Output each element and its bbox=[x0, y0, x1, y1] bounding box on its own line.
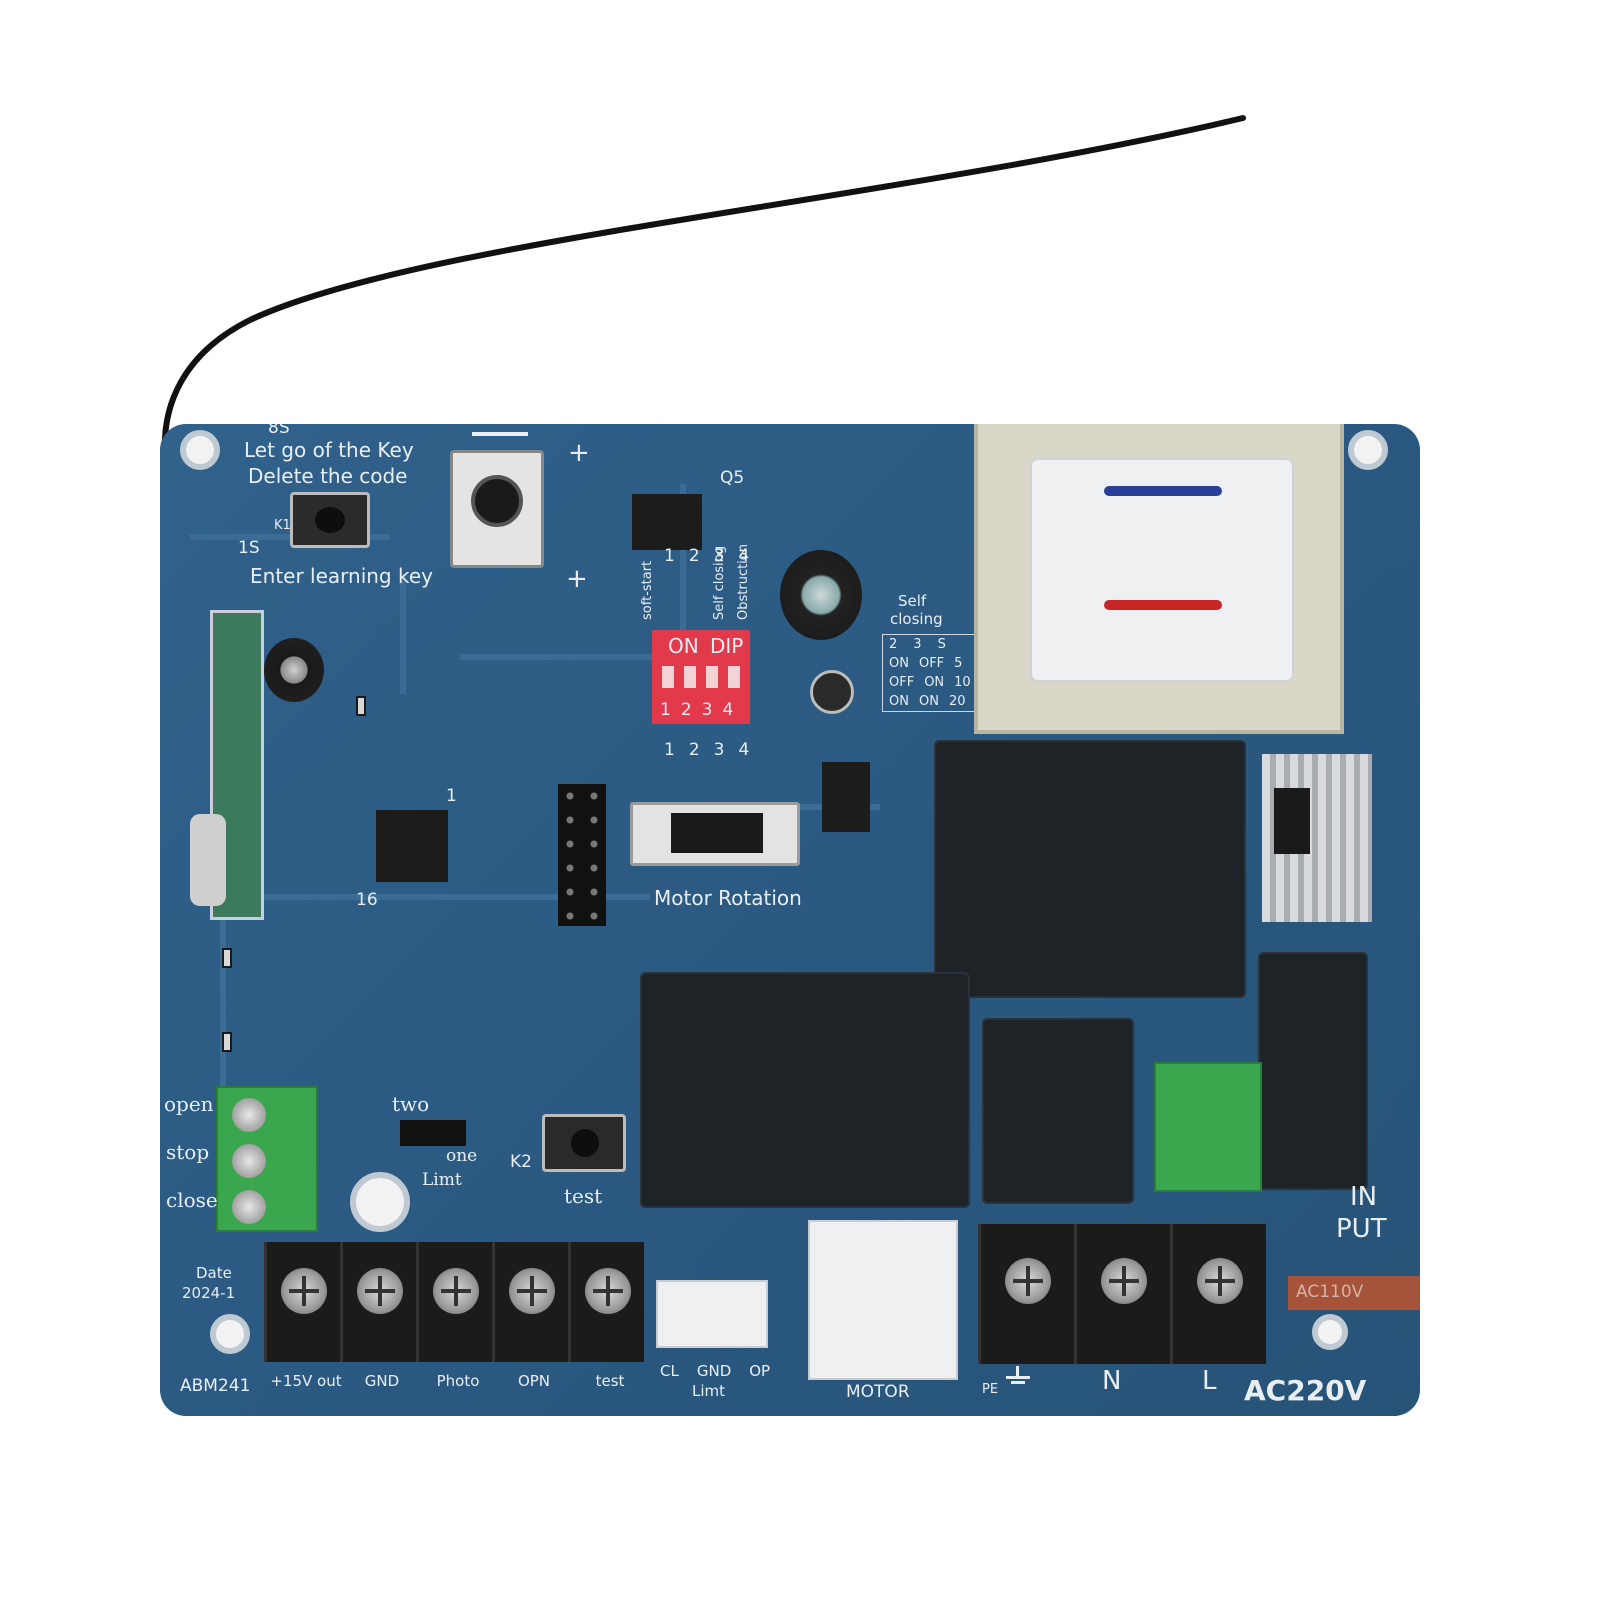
jumper-label-one: one bbox=[446, 1146, 478, 1166]
dip-numbers-on-switch: 1 2 3 4 bbox=[660, 700, 734, 720]
terminal-label-stop: stop bbox=[166, 1140, 210, 1164]
mounting-hole bbox=[180, 430, 220, 470]
mounting-hole bbox=[350, 1172, 410, 1232]
test-button[interactable] bbox=[542, 1114, 626, 1172]
input-label-line2: PUT bbox=[1336, 1214, 1387, 1244]
date-value: 2024-1 bbox=[182, 1284, 236, 1302]
label-motor-rotation: Motor Rotation bbox=[654, 886, 802, 910]
label-k1: K1 bbox=[274, 518, 291, 533]
terminal-label-open: open bbox=[164, 1092, 214, 1116]
mounting-hole bbox=[1348, 430, 1388, 470]
green-terminal-block bbox=[216, 1086, 318, 1232]
power-label-n: N bbox=[1102, 1366, 1122, 1396]
label-delete-code: Delete the code bbox=[248, 464, 408, 488]
self-closing-table: 2 3 S ON OFF 5 OFF ON 10 ON ON 20 bbox=[882, 634, 978, 712]
date-label: Date bbox=[196, 1264, 232, 1282]
power-terminal-block bbox=[978, 1224, 1266, 1364]
input-label-line1: IN bbox=[1350, 1182, 1378, 1212]
red-wire-mark bbox=[1104, 600, 1222, 610]
mounting-hole bbox=[1312, 1314, 1348, 1350]
label-chip-pin-16: 16 bbox=[356, 890, 378, 910]
mosfet-q5 bbox=[632, 494, 702, 550]
jumper-label-two: two bbox=[392, 1092, 430, 1116]
label-chip-pin-1: 1 bbox=[446, 786, 457, 806]
self-closing-title-1: Self bbox=[898, 592, 927, 610]
dip-dip-label: DIP bbox=[710, 634, 744, 658]
blue-wire-mark bbox=[1104, 486, 1222, 496]
dip-switch[interactable] bbox=[652, 630, 750, 724]
microcontroller-chip bbox=[376, 810, 448, 882]
mounting-hole bbox=[210, 1314, 250, 1354]
self-closing-title-2: closing bbox=[890, 610, 943, 628]
transformer bbox=[974, 424, 1344, 734]
power-label-l: L bbox=[1202, 1366, 1217, 1396]
dip-numbers-top: 1 2 3 4 bbox=[664, 546, 750, 566]
voltage-sticker: AC110V bbox=[1288, 1276, 1420, 1310]
circuit-board: 8S Let go of the Key Delete the code K1 … bbox=[160, 424, 1420, 1416]
label-1s: 1S bbox=[238, 538, 260, 558]
ground-icon bbox=[1006, 1366, 1030, 1386]
input-green-terminal bbox=[1154, 1062, 1262, 1192]
dip-function-self-closing: Self closing bbox=[712, 545, 727, 620]
motor-connector bbox=[808, 1220, 958, 1380]
electrolytic-capacitor-large bbox=[780, 550, 862, 640]
crystal-oscillator bbox=[190, 814, 226, 906]
voltage-print: AC220V bbox=[1244, 1374, 1367, 1407]
pot-plus-bottom: + bbox=[566, 564, 588, 594]
pin-header bbox=[558, 784, 606, 926]
relay-right bbox=[1258, 952, 1368, 1190]
relay-middle bbox=[640, 972, 970, 1208]
limit-connector bbox=[656, 1280, 768, 1348]
small-capacitor bbox=[810, 670, 854, 714]
dip-on-label: ON bbox=[668, 634, 699, 658]
potentiometer-knob[interactable] bbox=[450, 450, 544, 568]
pot-plus-top: + bbox=[568, 438, 590, 468]
limit-connector-labels: CL GND OP bbox=[660, 1362, 771, 1380]
dip-numbers-below: 1 2 3 4 bbox=[664, 740, 750, 760]
label-q5: Q5 bbox=[720, 468, 745, 488]
bottom-terminal-labels: +15V out GND Photo OPN test bbox=[270, 1372, 625, 1390]
electrolytic-capacitor bbox=[264, 638, 324, 702]
label-let-go: Let go of the Key bbox=[244, 438, 414, 462]
dip-function-soft-start: soft-start bbox=[640, 560, 655, 620]
terminal-label-close: close bbox=[166, 1188, 218, 1212]
motor-rotation-switch[interactable] bbox=[630, 802, 800, 866]
model-number: ABM241 bbox=[180, 1376, 251, 1396]
label-8s: 8S bbox=[268, 424, 290, 438]
learn-key-button[interactable] bbox=[290, 492, 370, 548]
arrow-right-icon bbox=[472, 432, 528, 436]
limit-connector-title: Limt bbox=[692, 1382, 726, 1400]
relay-top bbox=[934, 740, 1246, 998]
dip-function-obstruction: Obstruction bbox=[736, 544, 751, 620]
motor-connector-label: MOTOR bbox=[846, 1382, 910, 1402]
power-label-pe: PE bbox=[982, 1382, 999, 1397]
label-enter-learning: Enter learning key bbox=[250, 564, 433, 588]
jumper-label-limt: Limt bbox=[422, 1170, 462, 1190]
relay-small bbox=[982, 1018, 1134, 1204]
label-k2: K2 bbox=[510, 1152, 532, 1172]
limit-jumper[interactable] bbox=[400, 1120, 466, 1146]
heatsink bbox=[1262, 754, 1372, 922]
label-test: test bbox=[564, 1184, 603, 1208]
bottom-terminal-block bbox=[264, 1242, 644, 1362]
optocoupler-chip bbox=[822, 762, 870, 832]
